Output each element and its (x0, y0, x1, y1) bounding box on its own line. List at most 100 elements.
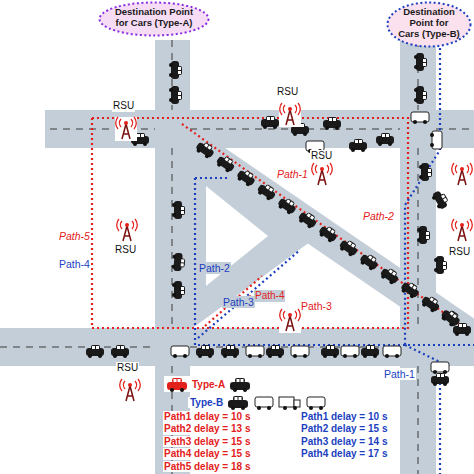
delay-value: Path5 delay = 18 s (163, 461, 251, 473)
car-icon (276, 195, 298, 216)
path-label: Path-1 (276, 168, 309, 180)
path-label: Path-3 (300, 300, 333, 312)
rsu-tower (311, 163, 333, 187)
van-icon (430, 131, 442, 149)
car-icon (321, 345, 339, 358)
route-red (182, 124, 462, 326)
road (155, 40, 190, 474)
route-blue (198, 250, 300, 338)
path-label: Path-3 (222, 296, 255, 308)
diagonal-road (185, 140, 474, 342)
car-icon (196, 345, 214, 358)
car-icon (169, 61, 182, 79)
rsu-tower (279, 103, 301, 127)
van-icon (291, 346, 309, 358)
delay-value: Path2 delay = 13 s (163, 423, 251, 435)
car-icon (440, 307, 462, 328)
road (0, 328, 474, 366)
rsu-tower (451, 219, 473, 243)
lane-marking (50, 129, 155, 130)
car-icon (420, 293, 442, 314)
road (400, 40, 436, 474)
delay-value: Path4 delay = 15 s (163, 448, 251, 460)
car-icon (172, 281, 185, 299)
legend-vehicle (225, 394, 251, 410)
lane-marking (0, 347, 155, 348)
destination-ellipse: Destination Point for Cars (Type-B) (386, 1, 472, 48)
rsu-tower (279, 309, 301, 333)
rsu-label: RSU (112, 100, 135, 112)
rsu-label: RSU (116, 362, 139, 374)
car-icon (376, 133, 394, 146)
rsu-tower (115, 117, 137, 141)
car-icon (323, 117, 341, 130)
destination-label: Destination Point for Cars (Type-B) (386, 1, 472, 46)
car-icon (171, 253, 186, 272)
van-icon (341, 346, 359, 358)
car-icon (256, 181, 278, 202)
destination-label: Destination Point for Cars (Type-A) (98, 1, 210, 35)
route-blue (195, 177, 230, 179)
legend-label: Type-B (188, 397, 225, 408)
car-icon (111, 345, 129, 358)
car-icon (414, 86, 427, 104)
car-icon (434, 256, 447, 274)
car-icon (431, 373, 449, 386)
car-icon (261, 116, 279, 129)
lane-marking (436, 129, 474, 130)
vehicles (86, 53, 471, 386)
van-icon (383, 346, 401, 358)
car-icon (317, 223, 339, 244)
delay-value: Path2 delay = 15 s (300, 423, 388, 435)
path-label: Path-1 (383, 368, 416, 380)
path-label: Path-4 (58, 258, 91, 270)
car-icon (417, 226, 430, 244)
delay-value: Path1 delay = 10 s (300, 411, 388, 423)
route-red (92, 118, 408, 328)
rsu-label: RSU (448, 246, 471, 258)
path-label: Path-5 (58, 230, 91, 242)
car-icon (379, 265, 401, 286)
car-icon (361, 345, 379, 358)
car-icon (297, 209, 319, 230)
rsu-label: RSU (114, 244, 137, 256)
legend-label: Type-A (190, 379, 227, 390)
car-icon (194, 139, 216, 160)
legend-vehicle (251, 394, 277, 410)
legend-entry: Type-A (164, 376, 253, 392)
delay-value: Path3 delay = 15 s (163, 436, 251, 448)
rsu-tower (119, 379, 141, 403)
van-icon (171, 346, 189, 358)
legend-vehicle (227, 376, 253, 392)
path-label: Path-2 (198, 262, 231, 274)
car-icon (430, 189, 450, 211)
rsu-towers (115, 103, 473, 403)
path-label: Path-4 (254, 290, 285, 302)
van-icon (246, 346, 264, 358)
legend-entry: Type-B (164, 394, 329, 410)
car-icon (86, 345, 104, 358)
car-icon (235, 167, 257, 188)
car-icon (221, 345, 239, 358)
legend-vehicle (164, 376, 190, 392)
car-icon (215, 153, 237, 174)
delay-value: Path4 delay = 17 s (300, 448, 388, 460)
car-icon (399, 279, 421, 300)
route-blue (405, 48, 440, 345)
car-icon (414, 53, 427, 71)
route-paths (92, 48, 474, 474)
destination-ellipse: Destination Point for Cars (Type-A) (98, 1, 210, 37)
car-icon (338, 237, 360, 258)
car-icon (358, 251, 380, 272)
van-icon (431, 362, 449, 374)
rsu-label: RSU (310, 150, 333, 162)
roads (0, 40, 474, 474)
van-icon (411, 112, 429, 124)
rsu-tower (116, 219, 138, 243)
rsu-label: RSU (276, 86, 299, 98)
legend-vehicle (277, 394, 303, 410)
legend-vehicle (303, 394, 329, 410)
lane-marking (418, 366, 419, 474)
path-label: Path-2 (362, 210, 395, 222)
